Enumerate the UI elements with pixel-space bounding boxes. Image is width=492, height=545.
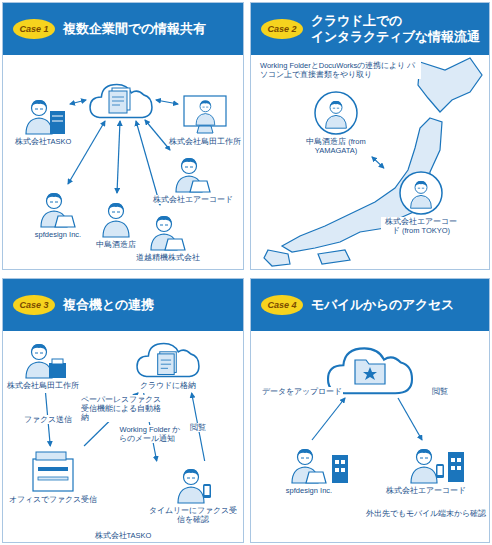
case-badge: Case 1 xyxy=(13,19,55,39)
edge-label: ペーパーレスファクス 受信機能による自動格納 xyxy=(80,395,164,422)
panel-title: 複合機との連携 xyxy=(63,297,154,313)
entity-label: 株式会社TASKO xyxy=(14,137,73,146)
person-icon xyxy=(96,198,136,238)
case4-arrows xyxy=(312,398,422,440)
entity-label: 株式会社エアーコード xyxy=(152,195,234,204)
entity-node: クラウドに格納 xyxy=(135,337,201,390)
copier-icon xyxy=(30,449,76,493)
note-label: 株式会社TASKO xyxy=(94,531,153,540)
edge-label: ファクス送信 xyxy=(23,415,73,424)
case-badge: Case 4 xyxy=(261,295,303,315)
case-number: Case 1 xyxy=(19,24,48,34)
fax-icon xyxy=(19,339,67,379)
entity-node: spfdesign Inc. xyxy=(34,188,82,239)
japan-map xyxy=(264,58,482,266)
pc-icon xyxy=(289,444,329,484)
entity-label: 中島酒造店 (from YAMAGATA) xyxy=(303,137,369,155)
case-panel: モバイルからのアクセス Case 4 spfdesign Inc. 株式会社エアーコー… xyxy=(250,278,490,543)
server-icon xyxy=(19,95,67,135)
entity-node: 株式会社エアーコード xyxy=(385,444,467,495)
panel-title: クラウド上での インタラクティブな情報流通 xyxy=(311,13,483,45)
entity-label: クラウドに格納 xyxy=(135,381,201,390)
entity-label: 道越精機株式会社 xyxy=(135,253,201,262)
entity-node: オフィスでファクス受信 xyxy=(8,449,98,504)
entity-label: オフィスでファクス受信 xyxy=(8,495,98,504)
case-badge: Case 3 xyxy=(13,295,55,315)
entity-node: 道越精機株式会社 xyxy=(135,211,201,262)
case-number: Case 2 xyxy=(267,24,296,34)
entity-node: タイムリーにファクス受信を確認 xyxy=(148,464,238,524)
entity-label: 株式会社エアーコード xyxy=(385,486,467,495)
case-panel: クラウド上での インタラクティブな情報流通 Case 2 中島酒造店 (from Y… xyxy=(250,2,490,270)
entity-label: 株式会社島田工作所 xyxy=(6,381,80,390)
case-number: Case 3 xyxy=(19,300,48,310)
monitor-icon xyxy=(183,95,227,135)
note-label: 外出先でもモバイル端末から確認 xyxy=(365,509,487,518)
phone-icon xyxy=(406,444,446,484)
case1-cloud xyxy=(90,85,152,118)
panel-title: モバイルからのアクセス xyxy=(311,297,454,313)
edge-label: Working Folder からのメール通知 xyxy=(118,425,184,443)
entity-label: spfdesign Inc. xyxy=(34,230,82,239)
entity-node: 株式会社島田工作所 xyxy=(6,339,80,390)
case-panel: 複数企業間での情報共有 Case 1 株式会社TASKO 株式会社島田工作所株式会社エ… xyxy=(2,2,244,270)
entity-label: 中島酒造店 xyxy=(95,240,137,249)
entity-node: spfdesign Inc. xyxy=(285,444,333,495)
entity-node: 中島酒造店 xyxy=(95,198,137,249)
entity-node: 中島酒造店 (from YAMAGATA) xyxy=(303,91,369,155)
pc-icon xyxy=(148,211,188,251)
cloud-icon xyxy=(135,337,201,379)
circle-icon xyxy=(314,91,358,135)
entity-node: 株式会社TASKO xyxy=(14,95,73,146)
pc-icon xyxy=(173,153,213,193)
case-badge: Case 2 xyxy=(261,19,303,39)
entity-label: タイムリーにファクス受信を確認 xyxy=(148,506,238,524)
entity-label: spfdesign Inc. xyxy=(285,486,333,495)
edge-label: 閲覧 xyxy=(189,423,207,432)
note-label: Working FolderとDocuWorksの連携により パソコン上で直接書… xyxy=(259,61,421,79)
note-label: データをアップロード xyxy=(261,387,343,396)
entity-label: 株式会社エアーコード (from TOKYO) xyxy=(381,217,461,235)
entity-node: 株式会社島田工作所 xyxy=(168,95,242,146)
phone-icon xyxy=(173,464,213,504)
circle-icon xyxy=(399,171,443,215)
panel-title: 複数企業間での情報共有 xyxy=(63,21,206,37)
entity-node: 株式会社エアーコード (from TOKYO) xyxy=(381,171,461,235)
entity-node: 株式会社エアーコード xyxy=(152,153,234,204)
flow-arrow xyxy=(372,157,384,168)
pc-icon xyxy=(38,188,78,228)
case1-arrows xyxy=(68,100,178,205)
note-label: 閲覧 xyxy=(431,387,449,396)
case-number: Case 4 xyxy=(267,300,296,310)
entity-label: 株式会社島田工作所 xyxy=(168,137,242,146)
buildings xyxy=(332,452,464,483)
